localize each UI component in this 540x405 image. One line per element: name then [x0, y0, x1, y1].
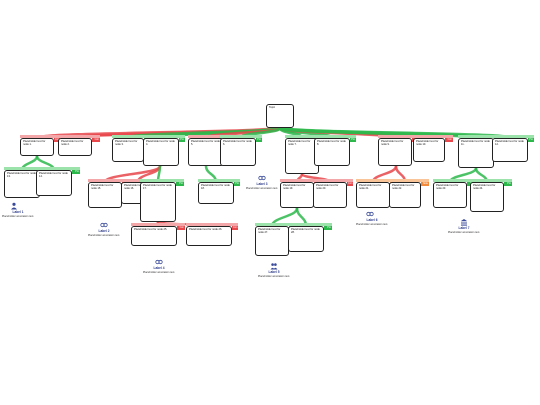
- reason-node[interactable]: Placeholder text for node 27.: [255, 226, 289, 256]
- reason-node[interactable]: Placeholder text for node 11.: [458, 138, 494, 168]
- reason-node[interactable]: Placeholder text for node 10.: [413, 138, 445, 162]
- node-tab: [220, 135, 262, 138]
- link-icon: [155, 259, 163, 265]
- node-tab: [378, 135, 420, 138]
- user-icon: [11, 202, 17, 210]
- tag-badge: Pro: [179, 138, 185, 142]
- tag-badge: Pro: [528, 138, 534, 142]
- reason-node[interactable]: Placeholder text for node 14.: [36, 170, 72, 196]
- node-tab: [88, 179, 128, 182]
- node-tab: [112, 135, 152, 138]
- root-claim[interactable]: Topic: [266, 104, 294, 128]
- root-claim-text: Topic: [269, 106, 276, 109]
- node-tab: [458, 135, 500, 138]
- tag-badge: Con: [445, 138, 453, 142]
- reason-node[interactable]: Placeholder text for node 20.: [313, 182, 347, 208]
- tag-badge: Pro: [256, 138, 262, 142]
- reason-node[interactable]: Placeholder text for node 9.: [378, 138, 412, 166]
- node-tab: [288, 223, 332, 226]
- node-tab: [413, 135, 453, 138]
- link-icon: [100, 222, 108, 228]
- reason-node[interactable]: Placeholder text for node 6.: [220, 138, 256, 166]
- node-tab: [198, 179, 240, 182]
- node-tab: [186, 223, 238, 226]
- node-tab: [36, 167, 80, 170]
- reason-node[interactable]: Placeholder text for node 18.: [198, 182, 234, 204]
- node-tab: [4, 167, 46, 170]
- tag-badge: Pro: [324, 226, 332, 230]
- link-icon: [258, 175, 266, 181]
- tag-badge: Con: [54, 138, 60, 142]
- reason-node[interactable]: Placeholder text for node 5.: [188, 138, 224, 166]
- node-tab: [389, 179, 429, 182]
- link-icon: [366, 211, 374, 217]
- reason-node[interactable]: Placeholder text for node 3.: [112, 138, 144, 162]
- reason-node[interactable]: Placeholder text for node 24.: [470, 182, 504, 212]
- reason-node[interactable]: Placeholder text for node 22.: [389, 182, 421, 208]
- reason-node[interactable]: Placeholder text for node 26.: [186, 226, 232, 246]
- tag-badge: Con: [92, 138, 100, 142]
- node-tab: [313, 179, 353, 182]
- tag-badge: Pro: [72, 170, 80, 174]
- tag-badge: Note: [421, 182, 429, 186]
- node-tab: [314, 135, 356, 138]
- reason-node[interactable]: Placeholder text for node 13.: [4, 170, 40, 198]
- node-tab: [280, 179, 322, 182]
- tag-badge: Con: [232, 226, 238, 230]
- node-tab: [20, 135, 60, 138]
- node-tab: [470, 179, 512, 182]
- tag-badge: Pro: [350, 138, 356, 142]
- node-tab: [188, 135, 230, 138]
- node-tab: [140, 179, 184, 182]
- tag-badge: Pro: [504, 182, 512, 186]
- tag-badge: Con: [347, 182, 353, 186]
- node-tab: [131, 223, 185, 226]
- node-tab: [433, 179, 475, 182]
- node-tab: [285, 135, 327, 138]
- reason-node[interactable]: Placeholder text for node 2.: [58, 138, 92, 156]
- reason-node[interactable]: Placeholder text for node 25.: [131, 226, 177, 246]
- users-icon: [270, 263, 278, 270]
- tag-badge: Con: [177, 226, 185, 230]
- node-tab: [356, 179, 398, 182]
- node-tab: [58, 135, 100, 138]
- reason-node[interactable]: Placeholder text for node 1.: [20, 138, 54, 156]
- reason-node[interactable]: Placeholder text for node 7.: [285, 138, 319, 174]
- reason-node[interactable]: Placeholder text for node 12.: [492, 138, 528, 162]
- tag-badge: Pro: [234, 182, 240, 186]
- tag-badge: Pro: [176, 182, 184, 186]
- reason-node[interactable]: Placeholder text for node 17.: [140, 182, 176, 222]
- reason-node[interactable]: Placeholder text for node 8.: [314, 138, 350, 166]
- reason-node[interactable]: Placeholder text for node 28.: [288, 226, 324, 252]
- reason-node[interactable]: Placeholder text for node 15.: [88, 182, 122, 208]
- node-tab: [492, 135, 534, 138]
- reason-node[interactable]: Placeholder text for node 23.: [433, 182, 467, 208]
- node-tab: [143, 135, 185, 138]
- reason-node[interactable]: Placeholder text for node 19.: [280, 182, 314, 208]
- reason-node[interactable]: Placeholder text for node 21.: [356, 182, 390, 208]
- node-tab: [255, 223, 297, 226]
- reason-node[interactable]: Placeholder text for node 4.: [143, 138, 179, 166]
- building-icon: [461, 219, 467, 226]
